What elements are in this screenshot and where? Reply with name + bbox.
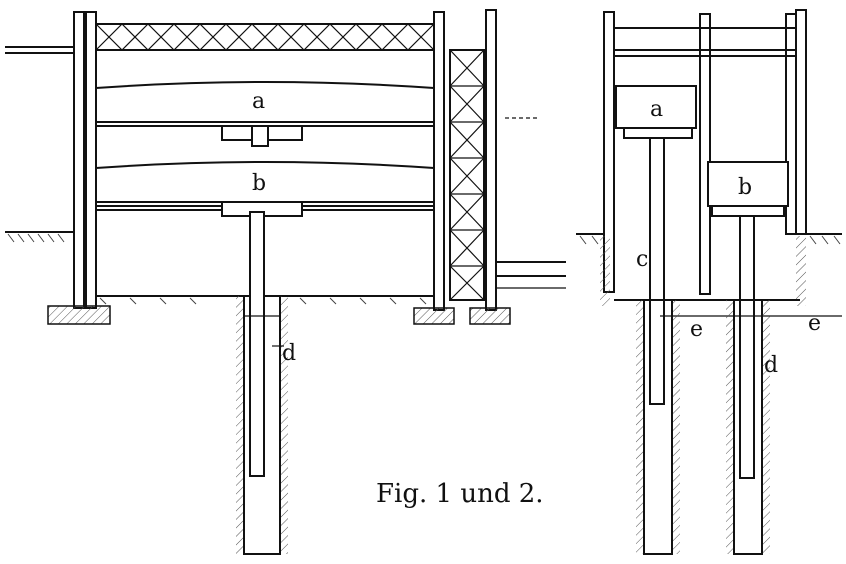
fig1-caisson-a — [95, 81, 435, 147]
fig2-label-e-left: e — [690, 317, 703, 342]
fig2-label-b: b — [738, 175, 752, 200]
fig1-ground — [5, 231, 434, 305]
fig2-pile-tube-left — [636, 299, 680, 555]
fig2-label-d: d — [764, 353, 778, 378]
fig1-label-b: b — [252, 171, 266, 196]
fig2-caisson-a — [615, 85, 697, 405]
top-lattice-truss — [95, 23, 435, 51]
fig2-label-a: a — [650, 97, 663, 122]
fig2-label-e-right: e — [808, 311, 821, 336]
fig1-pile-tube — [236, 211, 288, 555]
fig1-label-a: a — [252, 89, 265, 114]
fig2-label-c: c — [636, 247, 648, 272]
figure-1: a b d — [5, 9, 566, 555]
fig1-label-d: d — [282, 341, 296, 366]
left-column — [47, 11, 111, 325]
fig2-caisson-b — [707, 161, 789, 479]
fig2-pile-tube-right — [726, 299, 770, 555]
figure-2: a b c d e e — [576, 9, 842, 555]
fig1-caisson-b — [95, 161, 435, 217]
figure-caption: Fig. 1 und 2. — [376, 479, 544, 509]
right-lattice-tower — [413, 9, 566, 325]
